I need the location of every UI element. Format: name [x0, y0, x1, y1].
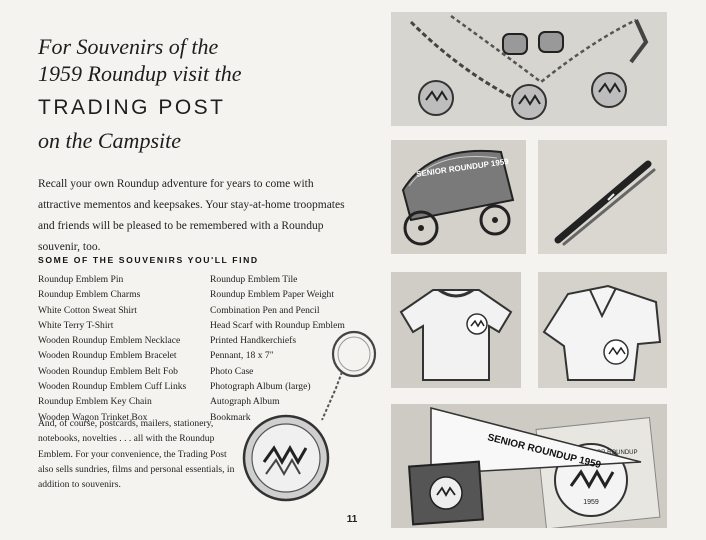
- list-item: Photo Case: [210, 365, 254, 377]
- list-item: Roundup Emblem Charms: [38, 289, 141, 301]
- list-item: Roundup Emblem Key Chain: [38, 396, 152, 408]
- list-item: Head Scarf with Roundup Emblem: [210, 319, 345, 331]
- page-number: 11: [346, 514, 358, 525]
- list-item: Printed Handkerchiefs: [210, 335, 297, 347]
- list-item: Combination Pen and Pencil: [210, 304, 320, 316]
- headline-trading-post: TRADING POST: [38, 96, 226, 119]
- list-item: Roundup Emblem Tile: [210, 274, 298, 285]
- list-item: White Terry T-Shirt: [38, 319, 114, 331]
- list-item: Wooden Roundup Emblem Cuff Links: [38, 381, 187, 393]
- list-item: Wooden Roundup Emblem Necklace: [38, 335, 181, 347]
- list-item: Pennant, 18 x 7": [210, 350, 274, 362]
- souvenir-list-right: Roundup Emblem Tile Roundup Emblem Paper…: [210, 272, 380, 425]
- list-item: Photograph Album (large): [210, 381, 311, 393]
- list-item: Wooden Roundup Emblem Bracelet: [38, 350, 177, 362]
- headline-line-2: 1959 Roundup visit the: [38, 61, 242, 86]
- souvenir-list-left: Roundup Emblem Pin Roundup Emblem Charms…: [38, 272, 208, 425]
- necklace-cufflinks-illustration: [391, 12, 667, 126]
- list-item: Autograph Album: [210, 396, 280, 408]
- pennant-album-illustration: 1959 GIRL SCOUT SENIOR ROUNDUP SENIOR RO…: [391, 404, 667, 528]
- key-chain-illustration: [236, 328, 382, 513]
- list-item: White Cotton Sweat Shirt: [38, 304, 137, 316]
- intro-paragraph: Recall your own Roundup adventure for ye…: [38, 178, 345, 253]
- list-item: Wooden Roundup Emblem Belt Fob: [38, 365, 178, 377]
- list-item: Bookmark: [210, 411, 251, 423]
- list-item: Wooden Wagon Trinket Box: [38, 411, 148, 423]
- list-item: Roundup Emblem Paper Weight: [210, 289, 335, 301]
- closing-paragraph: And, of course, postcards, mailers, stat…: [38, 418, 235, 491]
- list-item: Roundup Emblem Pin: [38, 274, 124, 285]
- emblem-year-text: 1959: [583, 499, 599, 506]
- pen-pencil-illustration: [538, 140, 667, 254]
- wagon-trinket-box-illustration: SENIOR ROUNDUP 1959: [391, 140, 526, 254]
- section-heading: SOME OF THE SOUVENIRS YOU'LL FIND: [38, 255, 259, 265]
- headline: For Souvenirs of the 1959 Roundup visit …: [38, 33, 378, 154]
- headline-line-1: For Souvenirs of the: [38, 34, 219, 59]
- sweat-shirt-illustration: [391, 272, 521, 388]
- headline-line-3: on the Campsite: [38, 128, 181, 153]
- t-shirt-illustration: [538, 272, 667, 388]
